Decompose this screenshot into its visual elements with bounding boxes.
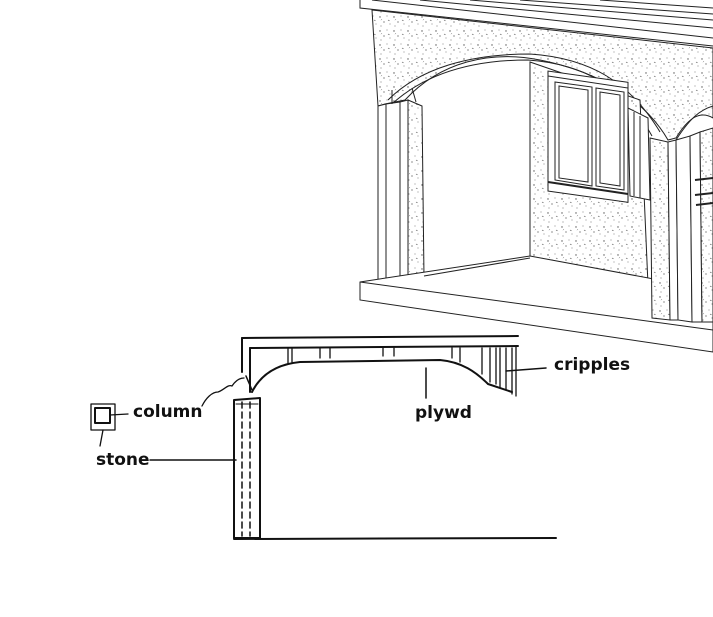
- ground-line: [233, 537, 557, 540]
- column-squiggle: [201, 377, 245, 407]
- header-line: [249, 345, 519, 349]
- cripples-leader: [505, 367, 547, 372]
- left-column: [377, 87, 425, 285]
- right-column: [649, 127, 713, 323]
- section-sketch: [90, 335, 557, 540]
- roof-edge: [359, 0, 713, 47]
- porch-floor: [359, 255, 713, 353]
- label-plywd: plywd: [415, 403, 472, 423]
- beam-top-line: [241, 335, 519, 339]
- column-plan-icon: [90, 403, 116, 431]
- porch-rendering: [359, 0, 713, 353]
- label-cripples: cripples: [554, 355, 631, 375]
- window: [547, 70, 629, 203]
- column-leader: [109, 413, 129, 416]
- stone-leader-small: [99, 429, 104, 447]
- label-column: column: [133, 402, 203, 422]
- cripple-studs: [287, 345, 517, 397]
- label-stone: stone: [96, 450, 150, 470]
- column-post: [233, 397, 261, 539]
- plywood-arch: [251, 359, 513, 393]
